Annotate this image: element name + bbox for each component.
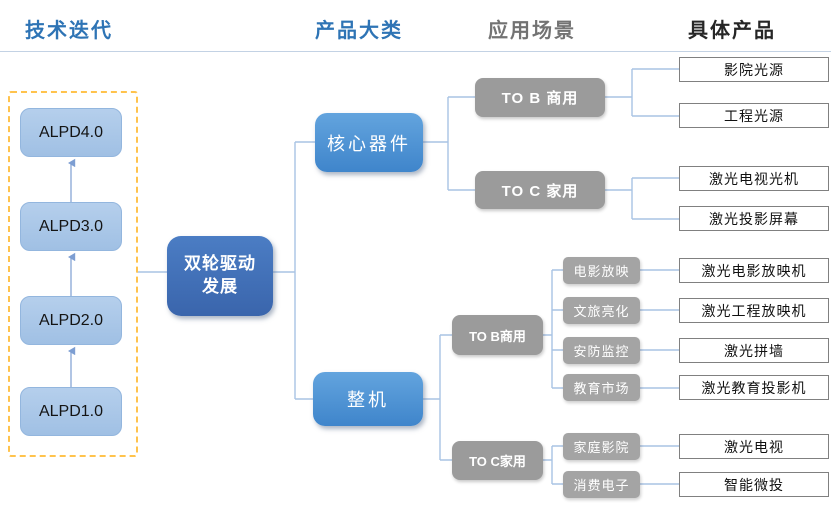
scenario-node-security: 安防监控 [563,337,640,364]
category-node-core-components: 核心器件 [315,113,423,172]
scenario-node-home-theater: 家庭影院 [563,433,640,460]
product-node-smart-mini-projector: 智能微投 [679,472,829,497]
tech-node-alpd1: ALPD1.0 [20,387,122,436]
scenario-node-cinema: 电影放映 [563,257,640,284]
root-node-line1: 双轮驱动 [184,254,256,274]
segment-node-core-tob: TO B 商用 [475,78,605,117]
root-node-dual-drive: 双轮驱动 发展 [167,236,273,316]
tech-timeline-frame [8,91,138,457]
tech-node-alpd2: ALPD2.0 [20,296,122,345]
product-node-laser-engineering-projector: 激光工程放映机 [679,298,829,323]
product-node-laser-education-projector: 激光教育投影机 [679,375,829,400]
scenario-node-consumer-electronics: 消费电子 [563,471,640,498]
header-application-scenario: 应用场景 [488,20,576,42]
product-node-laser-video-wall: 激光拼墙 [679,338,829,363]
root-node-line2: 发展 [202,277,238,296]
segment-node-machine-tob: TO B商用 [452,315,543,355]
scenario-node-education: 教育市场 [563,374,640,401]
tech-node-alpd3: ALPD3.0 [20,202,122,251]
tech-node-alpd4: ALPD4.0 [20,108,122,157]
product-node-laser-projection-screen: 激光投影屏幕 [679,206,829,231]
category-node-complete-machine: 整机 [313,372,423,426]
header-specific-product: 具体产品 [688,20,776,42]
header-product-category: 产品大类 [315,20,403,42]
segment-node-machine-toc: TO C家用 [452,441,543,480]
segment-node-core-toc: TO C 家用 [475,171,605,209]
header-divider-line [0,51,831,52]
product-node-cinema-light-source: 影院光源 [679,57,829,82]
header-tech-iteration: 技术迭代 [25,20,113,42]
product-node-engineering-light-source: 工程光源 [679,103,829,128]
scenario-node-culture-tourism: 文旅亮化 [563,297,640,324]
product-node-laser-tv: 激光电视 [679,434,829,459]
product-node-laser-cinema-projector: 激光电影放映机 [679,258,829,283]
product-node-laser-tv-optical-engine: 激光电视光机 [679,166,829,191]
